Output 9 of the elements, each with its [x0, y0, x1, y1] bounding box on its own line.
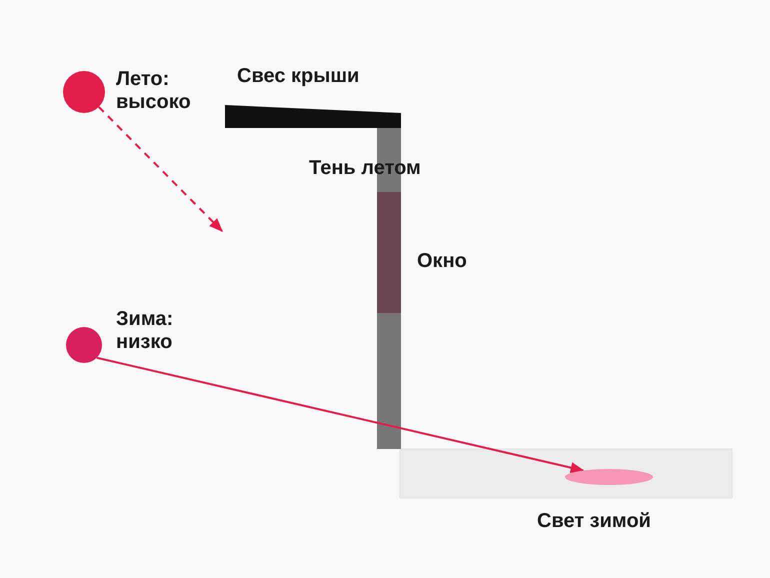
- ray-arrow: [96, 356, 585, 474]
- dashed-ray-arrow: [98, 106, 223, 232]
- summer-sun-circle: [63, 71, 105, 113]
- part-label: Окно: [417, 250, 468, 273]
- sun-caption: Лето: высоко: [116, 68, 192, 114]
- sun-caption: Зима: низко: [116, 308, 174, 354]
- light-caption: Свет зимой: [537, 510, 652, 533]
- part-label: Свес крыши: [237, 65, 360, 88]
- winter-sun-circle: [66, 327, 102, 363]
